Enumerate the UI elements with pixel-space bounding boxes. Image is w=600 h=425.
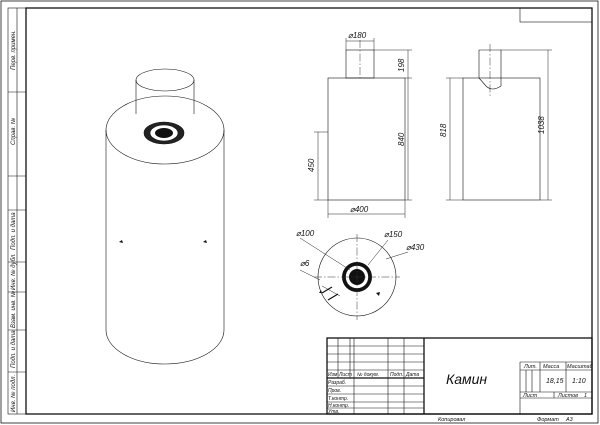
- side-view: 818 1038: [439, 44, 552, 201]
- tb-col-doc: № докум.: [357, 372, 379, 378]
- drawing-title: Камин: [446, 371, 487, 387]
- tb-mass-value: 18,15: [546, 378, 564, 385]
- dim-front-body-w: ⌀400: [350, 205, 369, 214]
- tb-row-tcontrol: Т.контр.: [328, 396, 348, 402]
- iso-mark-right: [203, 240, 207, 243]
- stamp-sign-date-1: Подп. и дата: [11, 212, 17, 250]
- tb-scale-value: 1:10: [572, 378, 586, 385]
- corner-box: [519, 7, 593, 23]
- tb-col-list: Лист: [338, 372, 352, 378]
- top-view: ⌀100 ⌀150 ⌀430 ⌀6: [296, 229, 425, 320]
- tb-row-developer: Разраб.: [328, 380, 346, 386]
- dim-side-total-h: 818: [439, 123, 448, 137]
- side-stamp: Перв. примен. Справ. № Подп. и дата Инв.…: [7, 7, 27, 415]
- stamp-instead-inv: Взам. инв. №: [10, 290, 17, 328]
- dim-top-d430: ⌀430: [406, 243, 425, 252]
- dim-top-d100: ⌀100: [296, 229, 315, 238]
- tb-row-ncontrol: Н.контр.: [328, 403, 349, 409]
- dim-top-d150: ⌀150: [384, 230, 403, 239]
- side-body: [462, 77, 541, 201]
- tb-lit-header: Лит.: [523, 364, 537, 370]
- dim-front-pipe-dia: ⌀180: [348, 31, 367, 40]
- dim-top-d6: ⌀6: [300, 259, 310, 268]
- footer-copied: Копировал: [438, 417, 465, 423]
- tb-mass-header: Масса: [543, 364, 559, 370]
- dim-front-side-h: 450: [307, 158, 316, 172]
- iso-body-bottom: [105, 329, 225, 365]
- side-pipe: [478, 49, 502, 90]
- footer-format-value: A3: [565, 417, 574, 423]
- iso-pipe-top: [135, 68, 195, 92]
- stamp-ref-no: Справ. №: [10, 117, 17, 145]
- dim-front-pipe-h: 198: [397, 58, 406, 72]
- tb-col-sign: Подп.: [390, 372, 403, 378]
- tb-sheets-label: Листов: [557, 393, 578, 399]
- tb-row-approved: Утв.: [328, 409, 339, 415]
- stamp-sign-date-2: Подп. и дата: [11, 330, 17, 368]
- tb-col-izm: Изм: [328, 372, 338, 378]
- front-view: ⌀180 198 840 450 ⌀400: [307, 31, 412, 218]
- drawing-frame: [25, 7, 593, 415]
- tb-col-date: Дата: [405, 372, 419, 378]
- dim-front-body-h: 840: [397, 132, 406, 146]
- front-body: [327, 77, 406, 201]
- stamp-dup-inv: Инв. № дубл.: [10, 253, 17, 290]
- tb-scale-header: Масштаб: [567, 364, 594, 370]
- iso-mark-left: [119, 240, 123, 243]
- tb-sheet-label: Лист: [522, 393, 538, 399]
- stamp-first-use: Перв. примен.: [11, 30, 17, 70]
- dim-side-h2: 1038: [537, 116, 546, 134]
- isometric-view: [105, 68, 225, 365]
- title-block: Изм Лист № докум. Подп. Дата Разраб. Про…: [326, 337, 594, 415]
- iso-hole-inner: [155, 128, 173, 138]
- stamp-orig-inv: Инв. № подл.: [10, 375, 17, 412]
- tb-sheets-count: 1: [584, 393, 587, 399]
- tb-row-checked: Пров.: [328, 388, 341, 394]
- footer-format: Формат: [537, 417, 559, 423]
